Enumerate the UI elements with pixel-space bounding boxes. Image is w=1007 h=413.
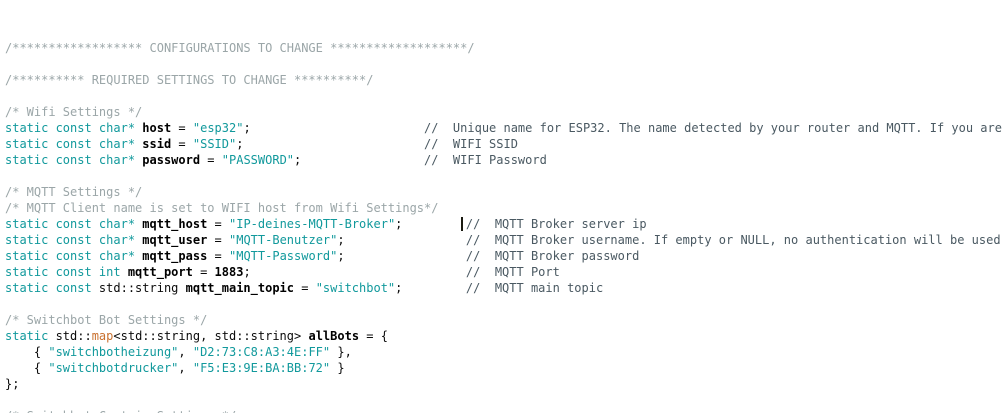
code-line: /****************** CONFIGURATIONS TO CH… (5, 40, 1007, 56)
code-token: "switchbotdrucker" (48, 361, 179, 375)
code-token: ssid (142, 137, 172, 151)
code-token: ; (395, 281, 403, 295)
code-line: static const char* password = "PASSWORD"… (5, 152, 1007, 168)
code-token: ; (243, 265, 251, 279)
code-line: static const char* host = "esp32"; // Uni… (5, 120, 1007, 136)
code-token: "SSID" (192, 137, 237, 151)
code-token: { (5, 345, 49, 359)
code-token: }, (330, 345, 352, 359)
code-token: "switchbotheizung" (48, 345, 179, 359)
code-token: } (330, 361, 345, 375)
code-token: , (178, 361, 193, 375)
code-token: = (207, 233, 229, 247)
comment-token: /********** REQUIRED SETTINGS TO CHANGE … (5, 73, 374, 87)
code-token: mqtt_host (142, 217, 208, 231)
code-line: /* MQTT Client name is set to WIFI host … (5, 200, 1007, 216)
comment-token: // Unique name for ESP32. The name detec… (424, 121, 1002, 135)
code-line: static const char* mqtt_pass = "MQTT-Pas… (5, 248, 1007, 264)
code-line: { "switchbotdrucker", "F5:E3:9E:BA:BB:72… (5, 360, 1007, 376)
code-token: password (142, 153, 201, 167)
comment-token: /* Switchbot Bot Settings */ (5, 313, 208, 327)
code-line: static const std::string mqtt_main_topic… (5, 280, 1007, 296)
code-line (5, 296, 1007, 312)
code-line: /* MQTT Settings */ (5, 184, 1007, 200)
comment-token: /* MQTT Settings */ (5, 185, 143, 199)
code-token: mqtt_pass (142, 249, 208, 263)
code-line: { "switchbotheizung", "D2:73:C8:A3:4E:FF… (5, 344, 1007, 360)
code-area[interactable]: /****************** CONFIGURATIONS TO CH… (5, 40, 1007, 413)
code-line (5, 88, 1007, 104)
code-line: }; (5, 376, 1007, 392)
code-token: "D2:73:C8:A3:4E:FF" (192, 345, 331, 359)
code-token: ; (395, 217, 403, 231)
code-line (5, 392, 1007, 408)
code-token: static const char* (5, 121, 143, 135)
code-line: static std::map<std::string, std::string… (5, 328, 1007, 344)
code-token: map (91, 329, 114, 343)
code-token: static const char* (5, 249, 143, 263)
code-line: /* Switchbot Bot Settings */ (5, 312, 1007, 328)
code-line: static const char* mqtt_user = "MQTT-Ben… (5, 232, 1007, 248)
code-line (5, 168, 1007, 184)
code-token: 1883 (214, 265, 244, 279)
code-token: mqtt_main_topic (185, 281, 294, 295)
code-token: "MQTT-Benutzer" (229, 233, 338, 247)
text-caret (460, 217, 463, 231)
code-token: = (207, 249, 229, 263)
code-line: static const char* ssid = "SSID"; // WIFI… (5, 136, 1007, 152)
code-token: { (5, 361, 49, 375)
comment-token: // MQTT Port (465, 265, 560, 279)
code-token: static const char* (5, 217, 143, 231)
code-token: = (200, 153, 222, 167)
code-token: static const (5, 281, 99, 295)
code-token: <std::string, std::string> (113, 329, 309, 343)
code-token: static const char* (5, 233, 143, 247)
code-token: "switchbot" (315, 281, 396, 295)
code-token: }; (5, 377, 20, 391)
code-token: ; (236, 137, 244, 151)
code-token: "MQTT-Password" (229, 249, 338, 263)
code-token: static const char* (5, 137, 143, 151)
code-line: /* Switchbot Curtain Settings */ (5, 408, 1007, 413)
code-token: std::string (98, 281, 186, 295)
code-token: = { (359, 329, 388, 343)
code-token: "IP-deines-MQTT-Broker" (229, 217, 396, 231)
comment-token: // MQTT Broker username. If empty or NUL… (465, 233, 1001, 247)
comment-token: /* Wifi Settings */ (5, 105, 143, 119)
code-token: "PASSWORD" (221, 153, 295, 167)
code-token: = (192, 265, 215, 279)
comment-token: // MQTT main topic (465, 281, 604, 295)
code-token: mqtt_user (142, 233, 208, 247)
code-token: ; (337, 249, 345, 263)
code-token: , (178, 345, 193, 359)
code-line: static const char* mqtt_host = "IP-deine… (5, 216, 1007, 232)
code-token: "F5:E3:9E:BA:BB:72" (192, 361, 331, 375)
code-token: mqtt_port (127, 265, 193, 279)
code-token: static (5, 329, 56, 343)
code-token: = (207, 217, 229, 231)
comment-token: /****************** CONFIGURATIONS TO CH… (5, 41, 475, 55)
code-line: static const int mqtt_port = 1883; // MQT… (5, 264, 1007, 280)
code-token: host (142, 121, 172, 135)
code-token: std:: (55, 329, 92, 343)
code-line: /********** REQUIRED SETTINGS TO CHANGE … (5, 72, 1007, 88)
code-token: static const int (5, 265, 128, 279)
comment-token: // MQTT Broker password (465, 249, 640, 263)
code-token: ; (337, 233, 345, 247)
comment-token: /* Switchbot Curtain Settings */ (5, 409, 236, 413)
code-token: = (171, 137, 193, 151)
comment-token: // WIFI SSID (424, 137, 518, 151)
code-token: static const char* (5, 153, 143, 167)
code-token: "esp32" (192, 121, 244, 135)
code-token: = (294, 281, 316, 295)
comment-token: // WIFI Password (424, 153, 547, 167)
code-token: ; (294, 153, 302, 167)
comment-token: // MQTT Broker server ip (465, 217, 647, 231)
comment-token: /* MQTT Client name is set to WIFI host … (5, 201, 439, 215)
code-line: /* Wifi Settings */ (5, 104, 1007, 120)
code-line (5, 56, 1007, 72)
code-token: ; (243, 121, 251, 135)
code-token: = (171, 121, 193, 135)
code-token: allBots (308, 329, 360, 343)
